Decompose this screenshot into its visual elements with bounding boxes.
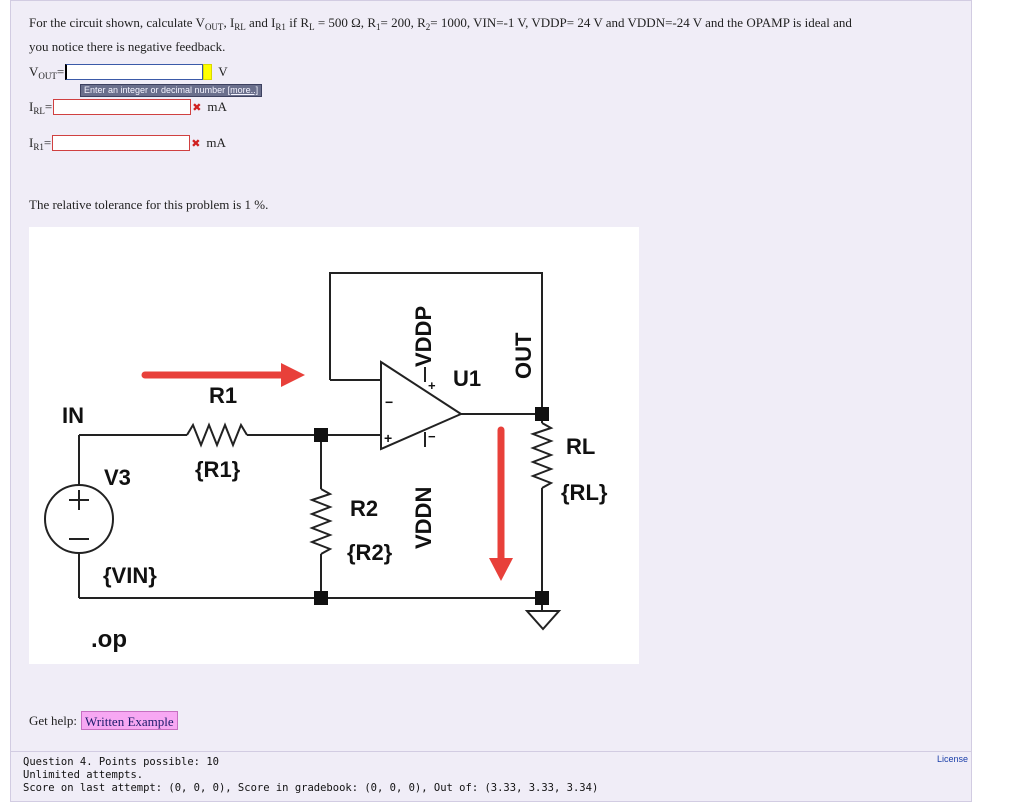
feedback-wire (329, 272, 543, 414)
u1-label: U1 (453, 366, 481, 391)
license-link[interactable]: License (936, 754, 968, 764)
opamp-plus-sign: + (384, 430, 392, 446)
r2-name-label: R2 (350, 496, 378, 521)
ground-symbol (524, 610, 562, 631)
wrong-mark-icon: ✖ (192, 100, 202, 114)
r2-value-label: {R2} (347, 540, 393, 565)
current-arrows (141, 363, 513, 581)
more-link[interactable]: [more..] (227, 85, 259, 95)
rl-resistor (530, 422, 554, 489)
attempts-info: Unlimited attempts. (23, 769, 144, 781)
opamp-minus-sign: − (385, 394, 393, 410)
preview-button[interactable] (203, 64, 213, 80)
answer-label-vout: VOUT= (29, 63, 65, 81)
v3-label: V3 (104, 465, 131, 490)
vddn-label: VDDN (411, 487, 436, 549)
vout-unit: V (218, 64, 228, 79)
answer-label-irl: IRL= (29, 98, 53, 116)
score-info: Score on last attempt: (0, 0, 0), Score … (23, 782, 599, 794)
help-label: Get help: (29, 712, 78, 728)
r2-resistor (309, 488, 333, 555)
in-label: IN (62, 403, 84, 428)
vddn-minus-sign: − (428, 429, 436, 444)
r1-name-label: R1 (209, 383, 237, 408)
vout-input[interactable] (65, 64, 204, 80)
rl-value-label: {RL} (561, 480, 608, 505)
arrow-down-head (489, 558, 513, 581)
opamp-body (380, 360, 464, 451)
irl-input[interactable] (53, 99, 192, 115)
answer-row-ir1: IR1= ✖ mA (29, 134, 226, 152)
question-panel: For the circuit shown, calculate VOUT, I… (10, 0, 972, 752)
answer-row-vout: VOUT= V (29, 63, 228, 81)
wrong-mark-icon: ✖ (191, 136, 201, 150)
vin-label: {VIN} (103, 563, 157, 588)
arrow-right-head (281, 363, 305, 387)
input-hint-tooltip: Enter an integer or decimal number [more… (80, 84, 263, 97)
source-polarity (69, 490, 89, 540)
irl-unit: mA (207, 99, 227, 114)
answer-label-ir1: IR1= (29, 134, 52, 152)
ir1-unit: mA (206, 135, 226, 150)
r1-resistor (186, 422, 248, 448)
junction-node (535, 407, 549, 421)
rl-name-label: RL (566, 434, 595, 459)
r1-value-label: {R1} (195, 457, 241, 482)
tolerance-text: The relative tolerance for this problem … (29, 197, 269, 212)
ir1-input[interactable] (52, 135, 191, 151)
answer-row-irl: IRL= ✖ mA (29, 98, 227, 116)
op-label: .op (91, 626, 127, 653)
written-example-button[interactable]: Written Example (81, 711, 178, 730)
get-help: Get help: Written Example (29, 711, 178, 730)
vddp-label: VDDP (411, 306, 436, 367)
question-points: Question 4. Points possible: 10 (23, 756, 219, 768)
junction-node (535, 591, 549, 605)
vddp-plus-sign: + (428, 378, 436, 393)
circuit-diagram: IN R1 {R1} V3 {VIN} .op R2 {R2} RL {RL} … (29, 227, 639, 664)
out-label: OUT (511, 332, 536, 379)
junction-node (314, 591, 328, 605)
question-text: For the circuit shown, calculate VOUT, I… (29, 15, 852, 54)
question-info: Question 4. Points possible: 10 Unlimite… (23, 756, 598, 795)
junction-node (314, 428, 328, 442)
question-footer: Question 4. Points possible: 10 Unlimite… (10, 752, 972, 802)
